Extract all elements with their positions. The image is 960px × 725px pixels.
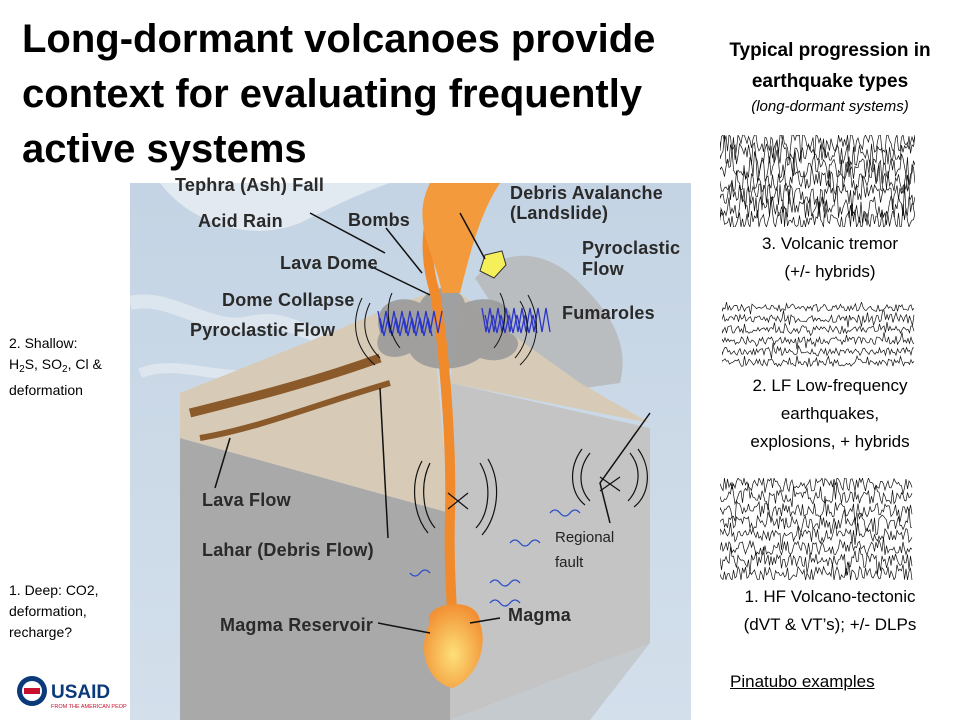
seismogram-trace [720,495,913,525]
label-pyroclastic-flow-right-1: Pyroclastic [582,238,681,258]
label-debris-avalanche-1: Debris Avalanche [510,183,663,203]
seismogram-lf [722,302,915,368]
seismogram-trace [722,354,915,368]
ash-cloud [160,183,390,231]
eruption-column [422,183,500,293]
label-lava-dome: Lava Dome [280,253,378,273]
svg-text:FROM THE AMERICAN PEOPLE: FROM THE AMERICAN PEOPLE [51,704,127,710]
seismogram-trace [722,310,915,328]
seismogram-trace [722,322,915,337]
seismogram-trace [722,332,915,350]
volcano-diagram: Tephra (Ash) Fall Acid Rain Bombs Debris… [128,175,691,720]
usaid-seal-icon: USAID FROM THE AMERICAN PEOPLE [17,676,134,710]
label-lahar: Lahar (Debris Flow) [202,540,374,560]
seismogram-trace [720,157,915,204]
side-panel-title: Typical progression in earthquake types [729,40,931,92]
label-regional-fault-2: fault [555,554,584,571]
label-dome-collapse: Dome Collapse [222,290,355,310]
seismogram-hf [720,478,913,580]
note-shallow-line1: 2. Shallow: [9,335,78,351]
label-debris-avalanche-2: (Landslide) [510,203,609,223]
note-shallow-gases: H2S, SO2, Cl & [9,356,102,375]
fluid-arrows [409,509,581,607]
label-lava-flow: Lava Flow [202,490,291,510]
seismogram-trace [720,196,915,227]
regional-fault-line [599,412,651,524]
label-fumaroles: Fumaroles [562,303,655,323]
slide-title: Long-dormant volcanoes provide context f… [22,17,656,171]
seismogram-trace [722,342,915,359]
tremor-burst-right [481,307,551,334]
pyroclastic-cloud [377,288,519,369]
note-shallow: 2. Shallow: H2S, SO2, Cl & deformation [9,333,119,401]
label-bombs: Bombs [348,210,411,230]
caption-hf: 1. HF Volcano-tectonic (dVT & VT’s); +/-… [743,587,917,634]
seismogram-trace [720,478,913,495]
note-shallow-line3: deformation [9,382,83,398]
rain-streak [128,294,334,342]
note-deep-line1: 1. Deep: CO2, [9,582,99,598]
note-deep-line2: deformation, [9,603,87,619]
lava-dome-shape [479,250,507,279]
label-pointers [214,212,501,634]
caption-lf: 2. LF Low-frequency earthquakes, explosi… [750,376,910,451]
seismogram-trace [720,482,913,511]
label-magma: Magma [508,605,572,625]
crust-front-face [180,438,450,720]
seismogram-trace [720,546,913,577]
label-regional-fault-1: Regional [555,529,615,546]
seismogram-trace [720,521,913,550]
label-pyroclastic-flow-right-2: Flow [582,259,624,279]
label-magma-reservoir: Magma Reservoir [220,615,374,635]
seismogram-trace [720,184,915,226]
shallow-wavefronts [355,292,537,366]
seismogram-trace [720,147,915,191]
seismogram-tremor [720,135,915,227]
usaid-logo: USAID FROM THE AMERICAN PEOPLE [15,674,134,714]
lava-flow-channel [188,353,382,418]
seismogram-trace [720,561,913,580]
volcano-illustration [128,179,691,720]
magma-reservoir-shape [423,604,483,688]
seismogram-trace [720,537,913,557]
caption-tremor: 3. Volcanic tremor (+/- hybrids) [761,234,899,281]
seismogram-trace [720,509,913,536]
label-pyroclastic-flow-left: Pyroclastic Flow [190,320,336,340]
note-deep: 1. Deep: CO2, deformation, recharge? [9,580,119,643]
label-acid-rain: Acid Rain [198,211,283,231]
note-deep-line3: recharge? [9,624,73,640]
svg-text:USAID: USAID [51,682,110,703]
pinatubo-examples-link[interactable]: Pinatubo examples [730,672,875,691]
label-tephra: Tephra (Ash) Fall [175,175,325,195]
seismogram-trace [722,302,915,315]
side-panel-subtitle: (long-dormant systems) [751,98,909,115]
